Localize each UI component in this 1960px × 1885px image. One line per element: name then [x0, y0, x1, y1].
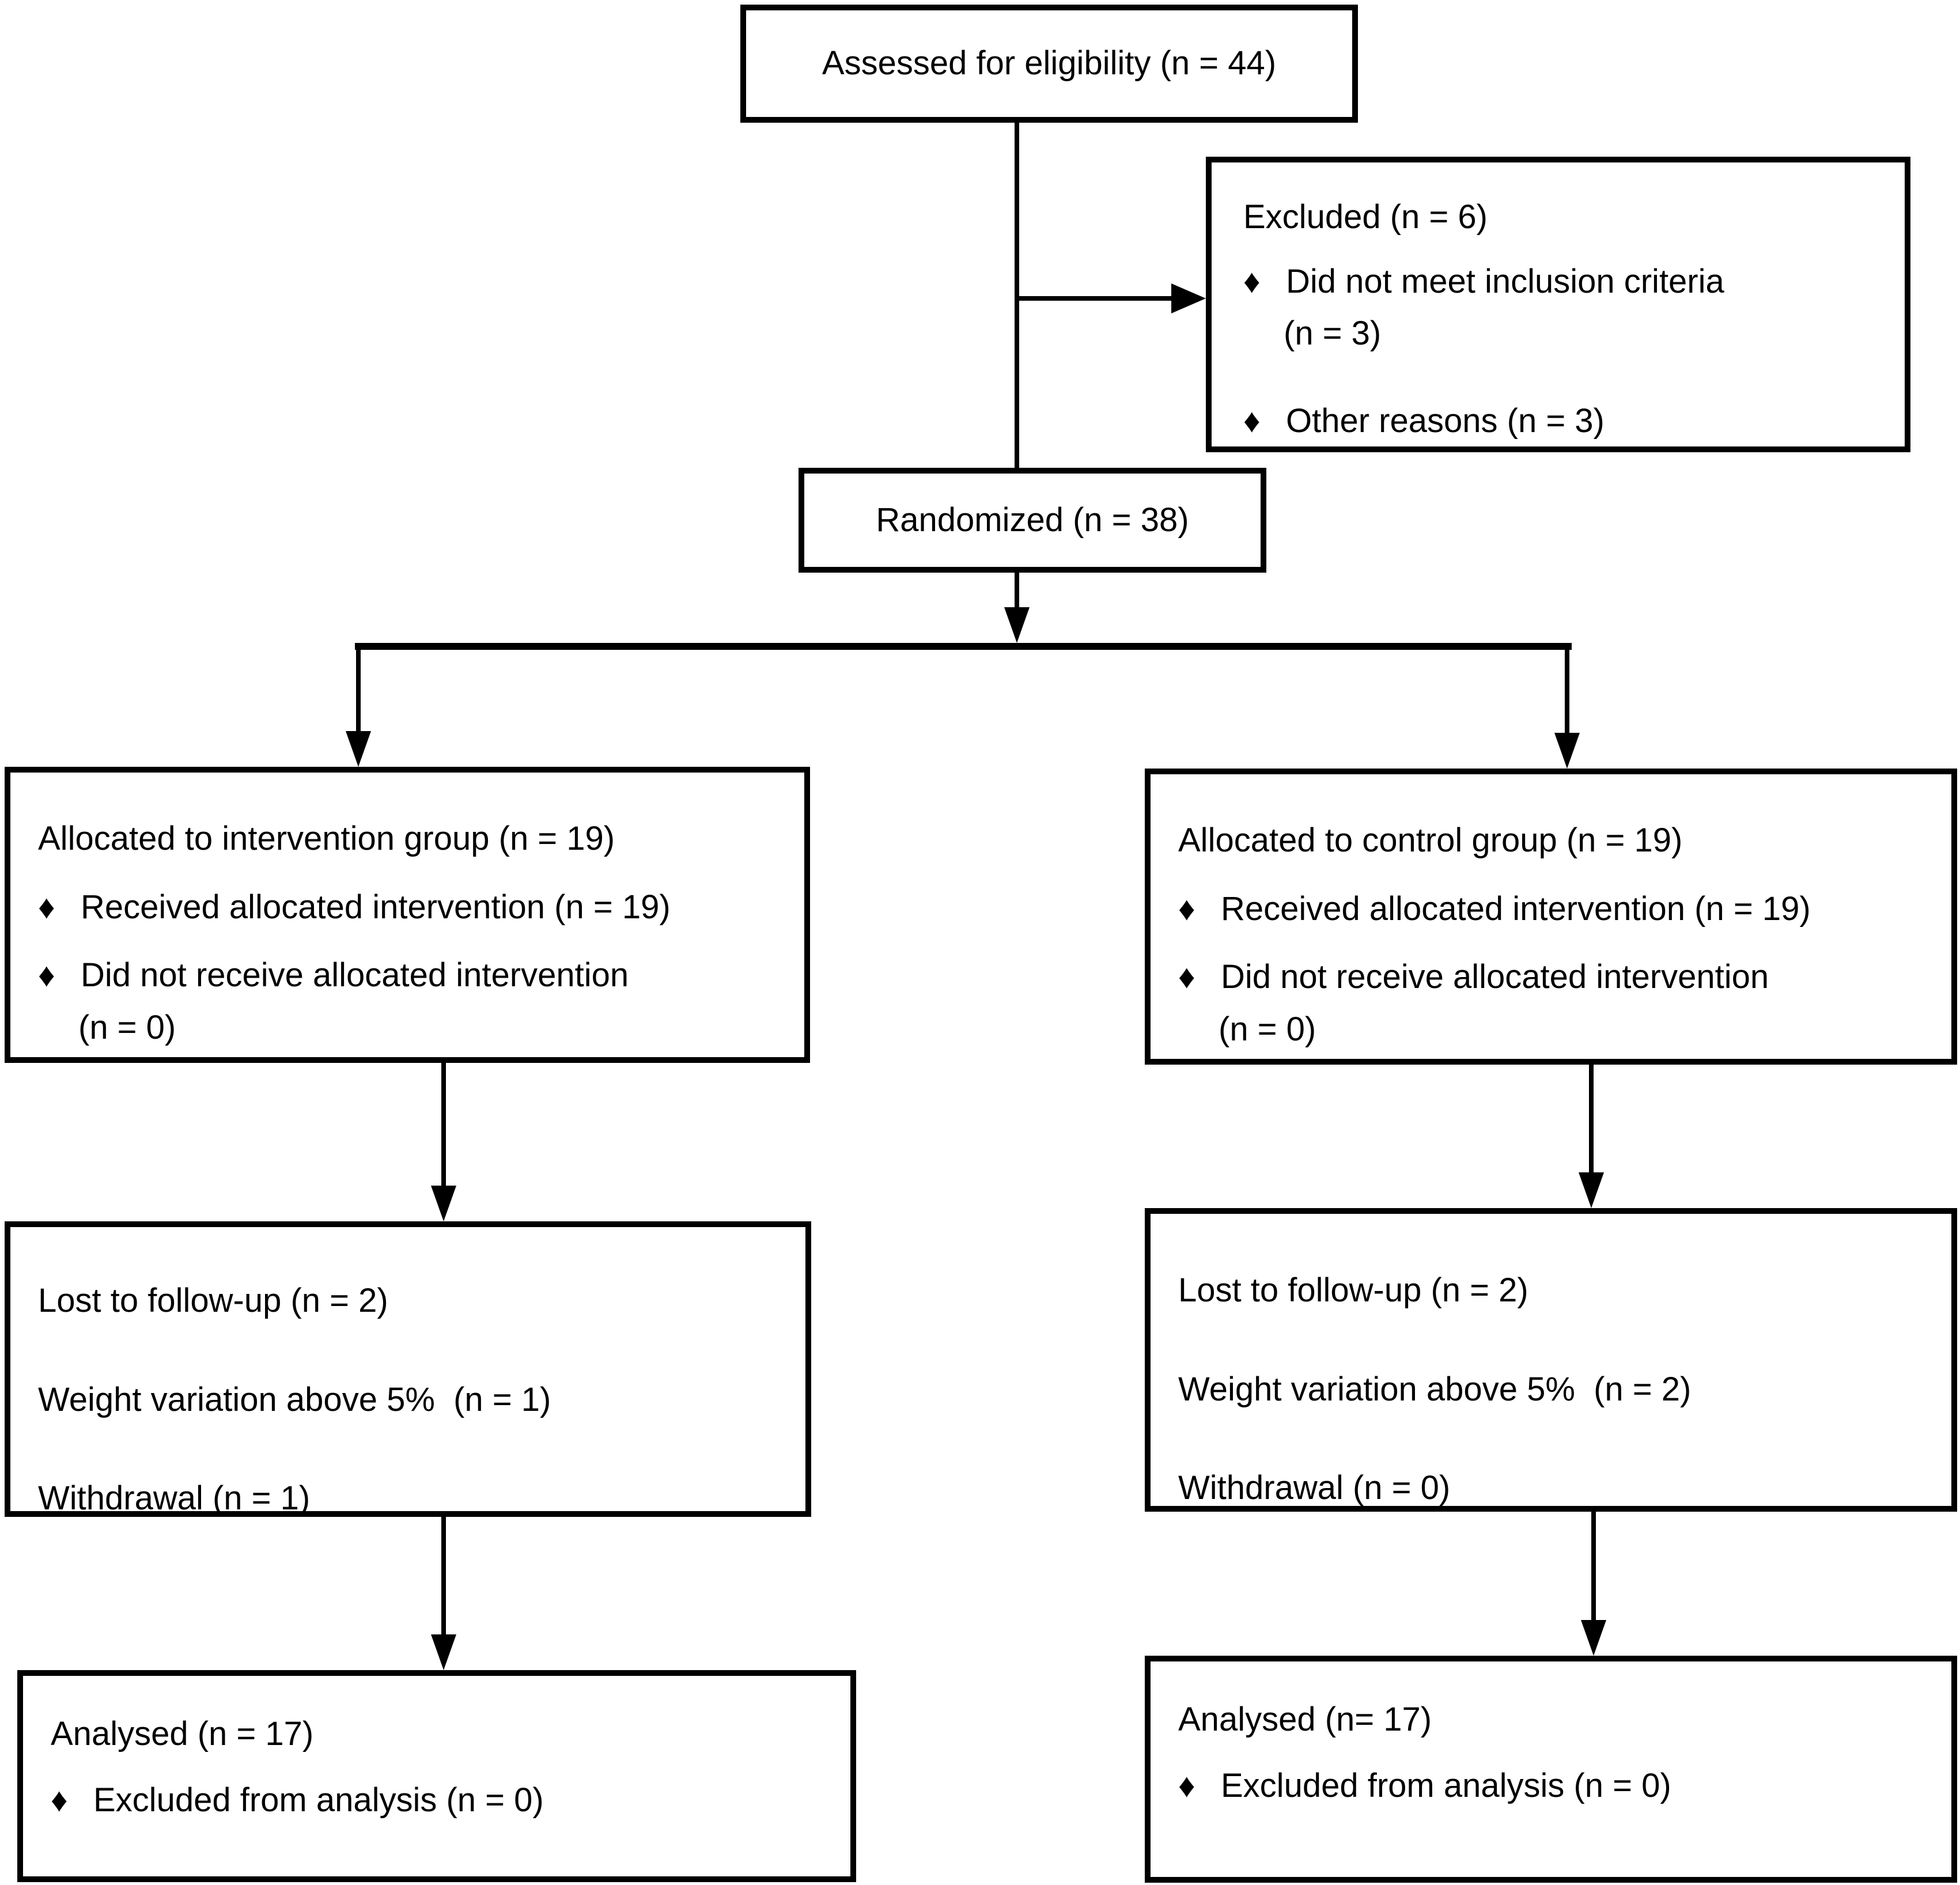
allocation-bullet-continuation: (n = 0): [78, 1009, 176, 1047]
arrowhead-down-analysed-left-icon: [431, 1634, 456, 1670]
diamond-bullet-icon: ♦: [1178, 1766, 1195, 1804]
excluded-box: Excluded (n = 6) ♦ Did not meet inclusion…: [1206, 157, 1910, 452]
followup-line: Weight variation above 5% (n = 2): [1178, 1370, 1692, 1408]
analysed-intervention-title: Analysed (n = 17): [51, 1715, 314, 1752]
analysed-bullet-item: ♦ Excluded from analysis (n = 0): [1178, 1767, 1940, 1805]
assessed-box: Assessed for eligibility (n = 44): [740, 5, 1358, 123]
followup-line: Lost to follow-up (n = 2): [38, 1282, 388, 1319]
allocated-control-box: Allocated to control group (n = 19) ♦ Rec…: [1145, 769, 1957, 1065]
excluded-bullet-item: ♦ Other reasons (n = 3): [1243, 402, 1887, 441]
excluded-title: Excluded (n = 6): [1243, 198, 1488, 236]
assessed-title: Assessed for eligibility (n = 44): [822, 44, 1277, 82]
randomized-title: Randomized (n = 38): [876, 501, 1189, 539]
analysed-bullet-item: ♦ Excluded from analysis (n = 0): [51, 1781, 839, 1820]
followup-control-box: Lost to follow-up (n = 2) Weight variati…: [1145, 1208, 1957, 1512]
followup-line: Withdrawal (n = 0): [1178, 1469, 1451, 1507]
branch-horizontal-line: [355, 643, 1572, 650]
allocation-bullet-item: ♦ Received allocated intervention (n = 19…: [1178, 890, 1940, 929]
analysed-control-title: Analysed (n= 17): [1178, 1701, 1432, 1738]
diamond-bullet-icon: ♦: [38, 956, 55, 994]
allocation-bullet-text: Received allocated intervention (n = 19): [1221, 889, 1811, 928]
excluded-bullet-item: ♦ Did not meet inclusion criteria (n = 3): [1243, 263, 1887, 353]
analysed-control-box: Analysed (n= 17) ♦ Excluded from analysis…: [1145, 1656, 1957, 1883]
allocation-bullet-continuation: (n = 0): [1219, 1010, 1316, 1049]
connector-control-to-followup: [1589, 1065, 1594, 1172]
allocation-bullet-text: Received allocated intervention (n = 19): [81, 888, 671, 926]
arrowhead-down-control-icon: [1554, 733, 1580, 769]
allocation-bullet-text: Did not receive allocated intervention: [1221, 958, 1769, 996]
followup-line: Lost to follow-up (n = 2): [1178, 1271, 1528, 1309]
followup-line: Withdrawal (n = 1): [38, 1479, 311, 1517]
analysed-bullet-text: Excluded from analysis (n = 0): [1221, 1766, 1671, 1804]
arrowhead-right-excluded-icon: [1171, 283, 1206, 313]
analysed-bullet-text: Excluded from analysis (n = 0): [93, 1781, 544, 1819]
randomized-box: Randomized (n = 38): [799, 468, 1266, 573]
diamond-bullet-icon: ♦: [38, 888, 55, 926]
analysed-intervention-box: Analysed (n = 17) ♦ Excluded from analysi…: [17, 1670, 856, 1882]
allocated-intervention-title: Allocated to intervention group (n = 19): [38, 820, 615, 857]
diamond-bullet-icon: ♦: [1243, 402, 1261, 440]
connector-branch-to-intervention: [356, 650, 361, 731]
allocated-control-title: Allocated to control group (n = 19): [1178, 822, 1683, 859]
allocation-bullet-item: ♦Did not receive allocated intervention …: [1178, 958, 1940, 1049]
allocation-bullet-item: ♦ Received allocated intervention (n = 19…: [38, 888, 793, 927]
excluded-bullet-text: Other reasons (n = 3): [1286, 402, 1605, 440]
allocated-intervention-box: Allocated to intervention group (n = 19)…: [5, 767, 810, 1063]
diamond-bullet-icon: ♦: [1243, 262, 1261, 300]
followup-line: Weight variation above 5% (n = 1): [38, 1380, 551, 1418]
arrowhead-down-intervention-icon: [346, 731, 371, 767]
connector-branch-to-control: [1565, 650, 1569, 733]
connector-assessed-to-randomized: [1015, 123, 1019, 468]
excluded-bullet-continuation: (n = 3): [1284, 315, 1382, 353]
diamond-bullet-icon: ♦: [1178, 889, 1195, 928]
excluded-bullet-text: Did not meet inclusion criteria: [1286, 262, 1724, 300]
connector-randomized-to-branch: [1015, 573, 1019, 607]
arrowhead-down-branch-icon: [1004, 607, 1030, 643]
connector-intervention-to-followup: [441, 1063, 446, 1186]
arrowhead-down-followup-right-icon: [1579, 1172, 1604, 1208]
allocation-bullet-item: ♦Did not receive allocated intervention …: [38, 956, 793, 1047]
connector-followup-to-analysed-left: [441, 1517, 446, 1634]
arrowhead-down-analysed-right-icon: [1581, 1620, 1606, 1656]
allocation-bullet-text: Did not receive allocated intervention: [81, 956, 629, 994]
diamond-bullet-icon: ♦: [51, 1781, 68, 1819]
arrowhead-down-followup-left-icon: [431, 1186, 456, 1221]
followup-intervention-box: Lost to follow-up (n = 2) Weight variati…: [5, 1221, 811, 1517]
connector-followup-to-analysed-right: [1591, 1512, 1596, 1620]
connector-to-excluded: [1017, 296, 1171, 301]
diamond-bullet-icon: ♦: [1178, 958, 1195, 996]
